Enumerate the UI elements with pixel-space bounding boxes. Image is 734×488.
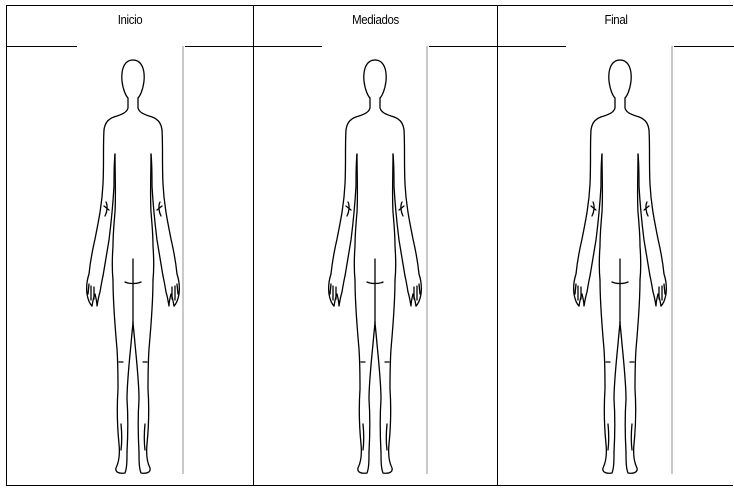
divider-line-left: [7, 46, 77, 47]
divider-line-left: [498, 46, 566, 47]
column-header: Mediados: [269, 6, 483, 40]
human-body-icon: [83, 54, 183, 478]
margin-line: [671, 46, 673, 474]
column-header: Inicio: [22, 6, 238, 40]
body-diagram-table: Inicio Mediados Final: [6, 5, 733, 486]
column-inicio: Inicio: [7, 6, 254, 485]
human-body-icon: [325, 54, 425, 478]
column-header: Final: [512, 6, 720, 40]
divider-line-right: [674, 46, 734, 47]
divider-line-left: [254, 46, 322, 47]
column-final: Final: [498, 6, 734, 485]
divider-line-right: [429, 46, 498, 47]
divider-line-right: [185, 46, 254, 47]
margin-line: [426, 46, 428, 474]
human-body-icon: [570, 54, 670, 478]
column-mediados: Mediados: [254, 6, 498, 485]
